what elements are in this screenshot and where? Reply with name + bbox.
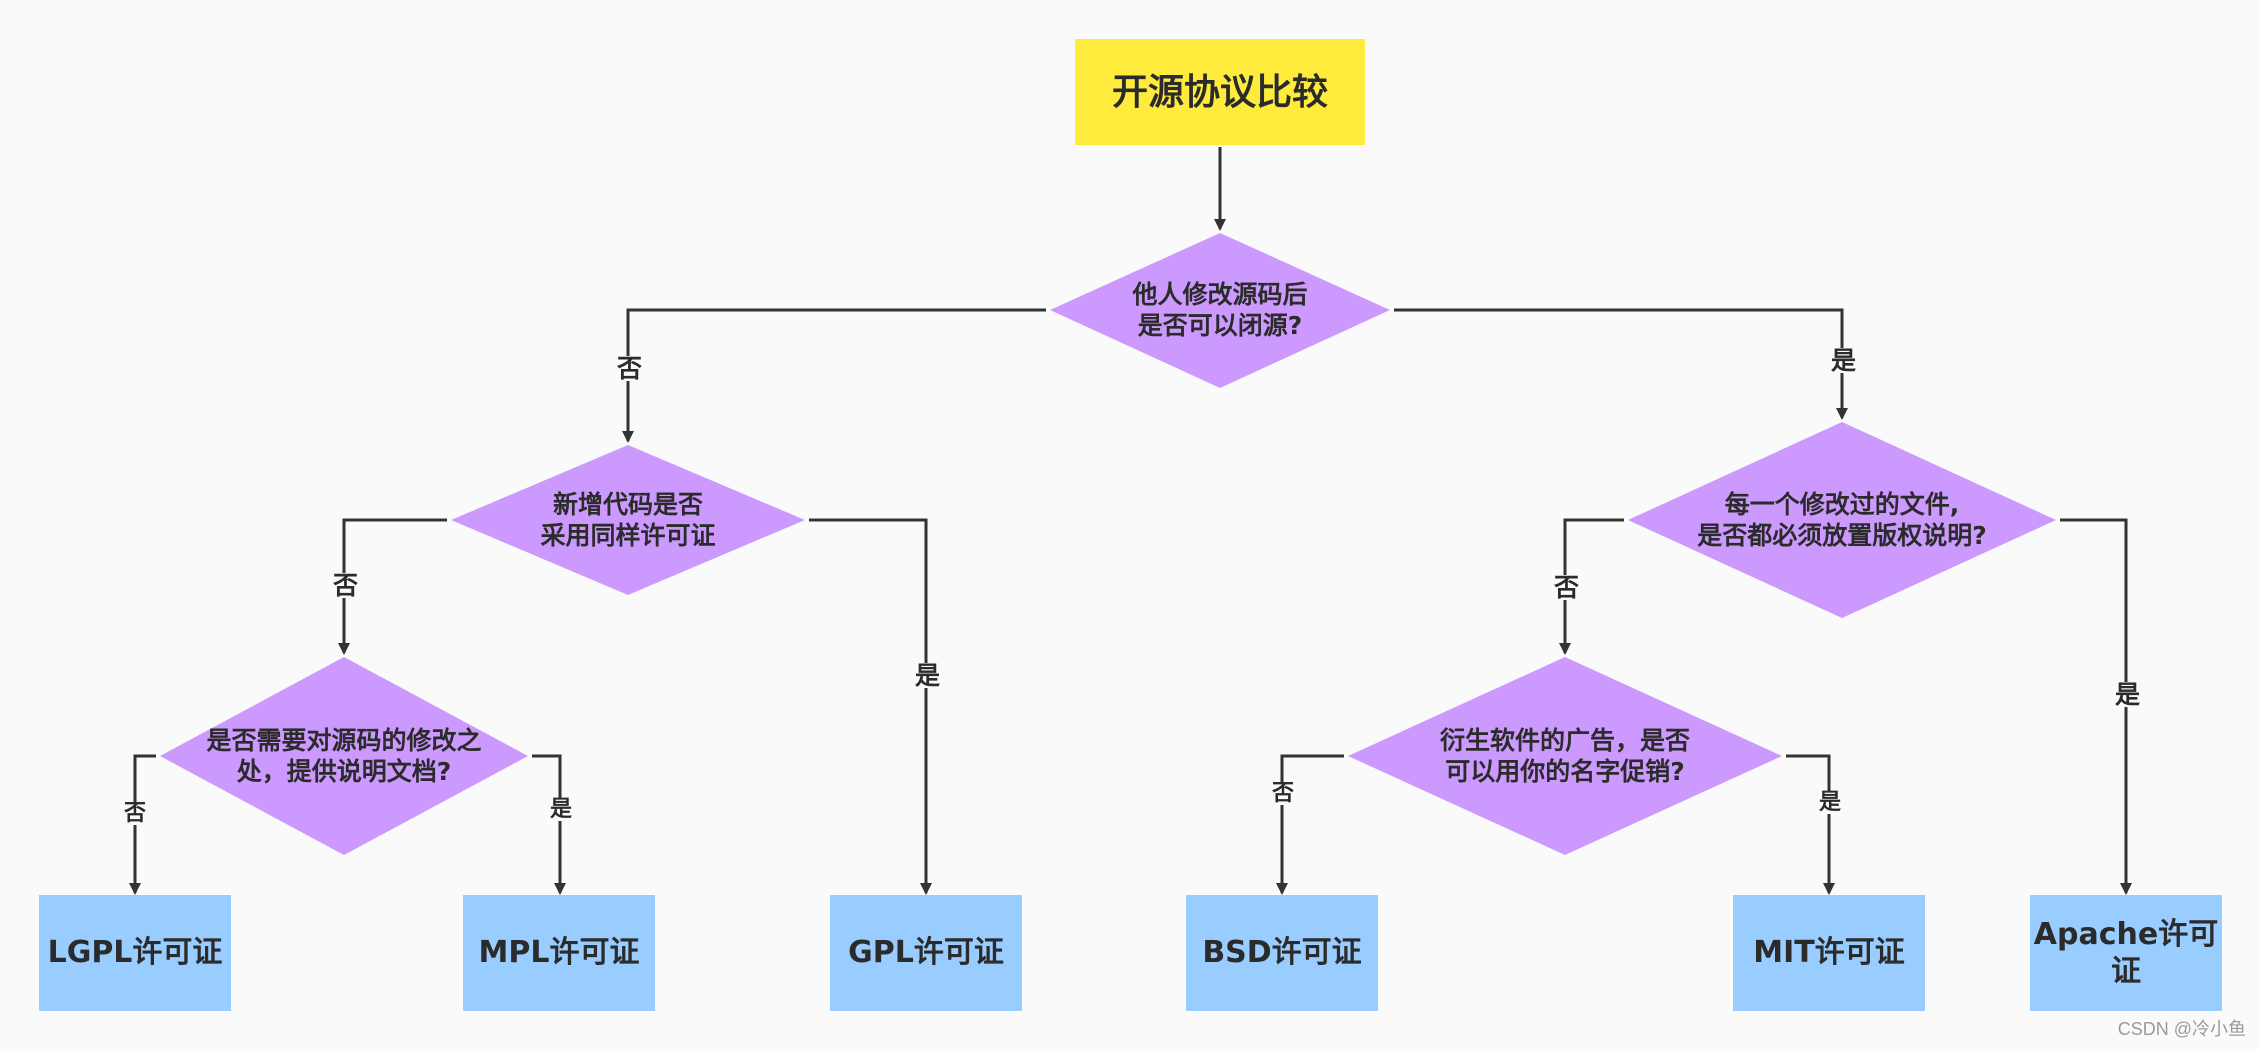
decision-text-close-source: 他人修改源码后 是否可以闭源?	[1132, 279, 1308, 340]
edge-root-no	[622, 308, 1046, 443]
decision-text-promote-name: 衍生软件的广告，是否 可以用你的名字促销?	[1439, 725, 1690, 786]
edge-label-promote-no: 否	[1270, 781, 1297, 806]
edge-promote-yes	[1786, 754, 1835, 895]
decision-diamond-close-source	[1050, 233, 1390, 388]
edge-label-document-yes: 是	[548, 797, 575, 822]
title-node: 开源协议比较	[1075, 39, 1365, 145]
edge-label-copyright-no: 否	[1552, 573, 1582, 602]
license-box-mpl: MPL许可证	[463, 895, 655, 1011]
edge-label-same-license-no: 否	[331, 571, 361, 600]
decision-diamond-promote-name	[1348, 657, 1782, 855]
decision-text-same-license: 新增代码是否 采用同样许可证	[540, 489, 716, 550]
edge-copyright-no	[1559, 518, 1624, 655]
edge-document-no	[129, 754, 156, 895]
edge-document-yes	[532, 754, 566, 895]
edge-label-document-no: 否	[122, 801, 149, 826]
license-box-bsd: BSD许可证	[1186, 895, 1378, 1011]
decision-diamond-same-license	[451, 445, 805, 595]
license-box-gpl: GPL许可证	[830, 895, 1022, 1011]
edge-promote-no	[1276, 754, 1344, 895]
edge-root-yes	[1394, 308, 1848, 420]
edge-label-promote-yes: 是	[1817, 790, 1844, 815]
license-box-apache: Apache许可 证	[2030, 895, 2222, 1011]
edge-copyright-yes	[2060, 518, 2132, 895]
decision-text-copyright-notice: 每一个修改过的文件, 是否都必须放置版权说明?	[1697, 489, 1987, 550]
edge-label-same-license-yes: 是	[913, 661, 943, 690]
watermark: CSDN @冷小鱼	[2117, 1019, 2246, 1039]
decision-diamond-document-changes	[160, 657, 528, 855]
edge-label-copyright-yes: 是	[2113, 680, 2143, 709]
edge-same-license-yes	[809, 518, 932, 895]
decision-text-document-changes: 是否需要对源码的修改之 处，提供说明文档?	[206, 725, 482, 786]
edge-label-root-yes: 是	[1829, 346, 1859, 375]
license-box-mit: MIT许可证	[1733, 895, 1925, 1011]
license-box-lgpl: LGPL许可证	[39, 895, 231, 1011]
decision-diamond-copyright-notice	[1628, 422, 2056, 618]
edge-same-license-no	[338, 518, 447, 655]
edge-label-root-no: 否	[615, 354, 645, 383]
